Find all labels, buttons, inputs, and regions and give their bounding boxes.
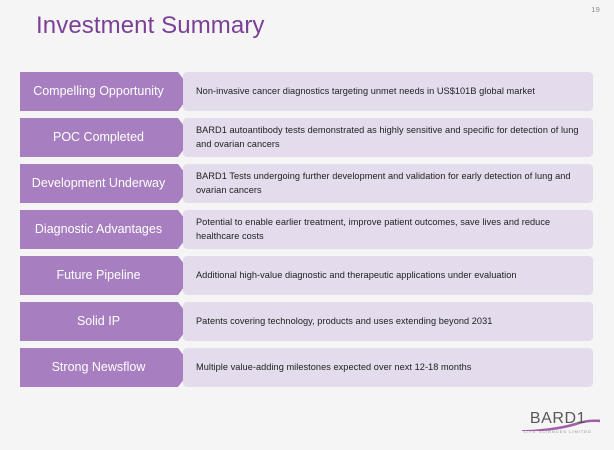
body-box-diagnostic-advantages: Potential to enable earlier treatment, i… — [183, 210, 593, 249]
body-text: Multiple value-adding milestones expecte… — [196, 361, 472, 372]
chevron-label-diagnostic-advantages[interactable]: Diagnostic Advantages — [20, 210, 193, 249]
body-text: Patents covering technology, products an… — [196, 315, 493, 326]
chevron-label-text: Development Underway — [31, 175, 166, 190]
bard1-logo: BARD1 LIFE SCIENCES LIMITED — [516, 410, 600, 440]
body-text: Potential to enable earlier treatment, i… — [196, 217, 551, 241]
body-text: Non-invasive cancer diagnostics targetin… — [196, 85, 535, 96]
list-item[interactable]: Development Underway BARD1 Tests undergo… — [0, 164, 614, 203]
body-box-development-underway: BARD1 Tests undergoing further developme… — [183, 164, 593, 203]
body-box-poc-completed: BARD1 autoantibody tests demonstrated as… — [183, 118, 593, 157]
chevron-label-text: Diagnostic Advantages — [34, 221, 163, 236]
logo-tagline: LIFE SCIENCES LIMITED — [524, 429, 592, 434]
body-text: BARD1 autoantibody tests demonstrated as… — [196, 125, 579, 149]
body-text: Additional high-value diagnostic and the… — [196, 269, 517, 280]
list-item[interactable]: Future Pipeline Additional high-value di… — [0, 256, 614, 295]
list-item[interactable]: Compelling Opportunity Non-invasive canc… — [0, 72, 614, 111]
chevron-label-text: Compelling Opportunity — [33, 83, 164, 98]
chevron-label-solid-ip[interactable]: Solid IP — [20, 302, 193, 341]
body-box-solid-ip: Patents covering technology, products an… — [183, 302, 593, 341]
page-number: 19 — [591, 5, 600, 14]
chevron-label-compelling-opportunity[interactable]: Compelling Opportunity — [20, 72, 193, 111]
chevron-label-future-pipeline[interactable]: Future Pipeline — [20, 256, 193, 295]
chevron-label-strong-newsflow[interactable]: Strong Newsflow — [20, 348, 193, 387]
chevron-label-text: POC Completed — [52, 129, 144, 144]
chevron-label-text: Solid IP — [76, 313, 121, 328]
body-box-future-pipeline: Additional high-value diagnostic and the… — [183, 256, 593, 295]
list-item[interactable]: Strong Newsflow Multiple value-adding mi… — [0, 348, 614, 387]
list-item[interactable]: POC Completed BARD1 autoantibody tests d… — [0, 118, 614, 157]
body-box-compelling-opportunity: Non-invasive cancer diagnostics targetin… — [183, 72, 593, 111]
chevron-label-text: Future Pipeline — [56, 267, 141, 282]
chevron-label-poc-completed[interactable]: POC Completed — [20, 118, 193, 157]
body-box-strong-newsflow: Multiple value-adding milestones expecte… — [183, 348, 593, 387]
logo-wordmark: BARD1 — [529, 410, 587, 427]
body-text: BARD1 Tests undergoing further developme… — [196, 171, 571, 195]
chevron-label-text: Strong Newsflow — [51, 359, 146, 374]
summary-rows-list: Compelling Opportunity Non-invasive canc… — [0, 72, 614, 394]
list-item[interactable]: Solid IP Patents covering technology, pr… — [0, 302, 614, 341]
page-title: Investment Summary — [36, 12, 265, 39]
chevron-label-development-underway[interactable]: Development Underway — [20, 164, 193, 203]
list-item[interactable]: Diagnostic Advantages Potential to enabl… — [0, 210, 614, 249]
